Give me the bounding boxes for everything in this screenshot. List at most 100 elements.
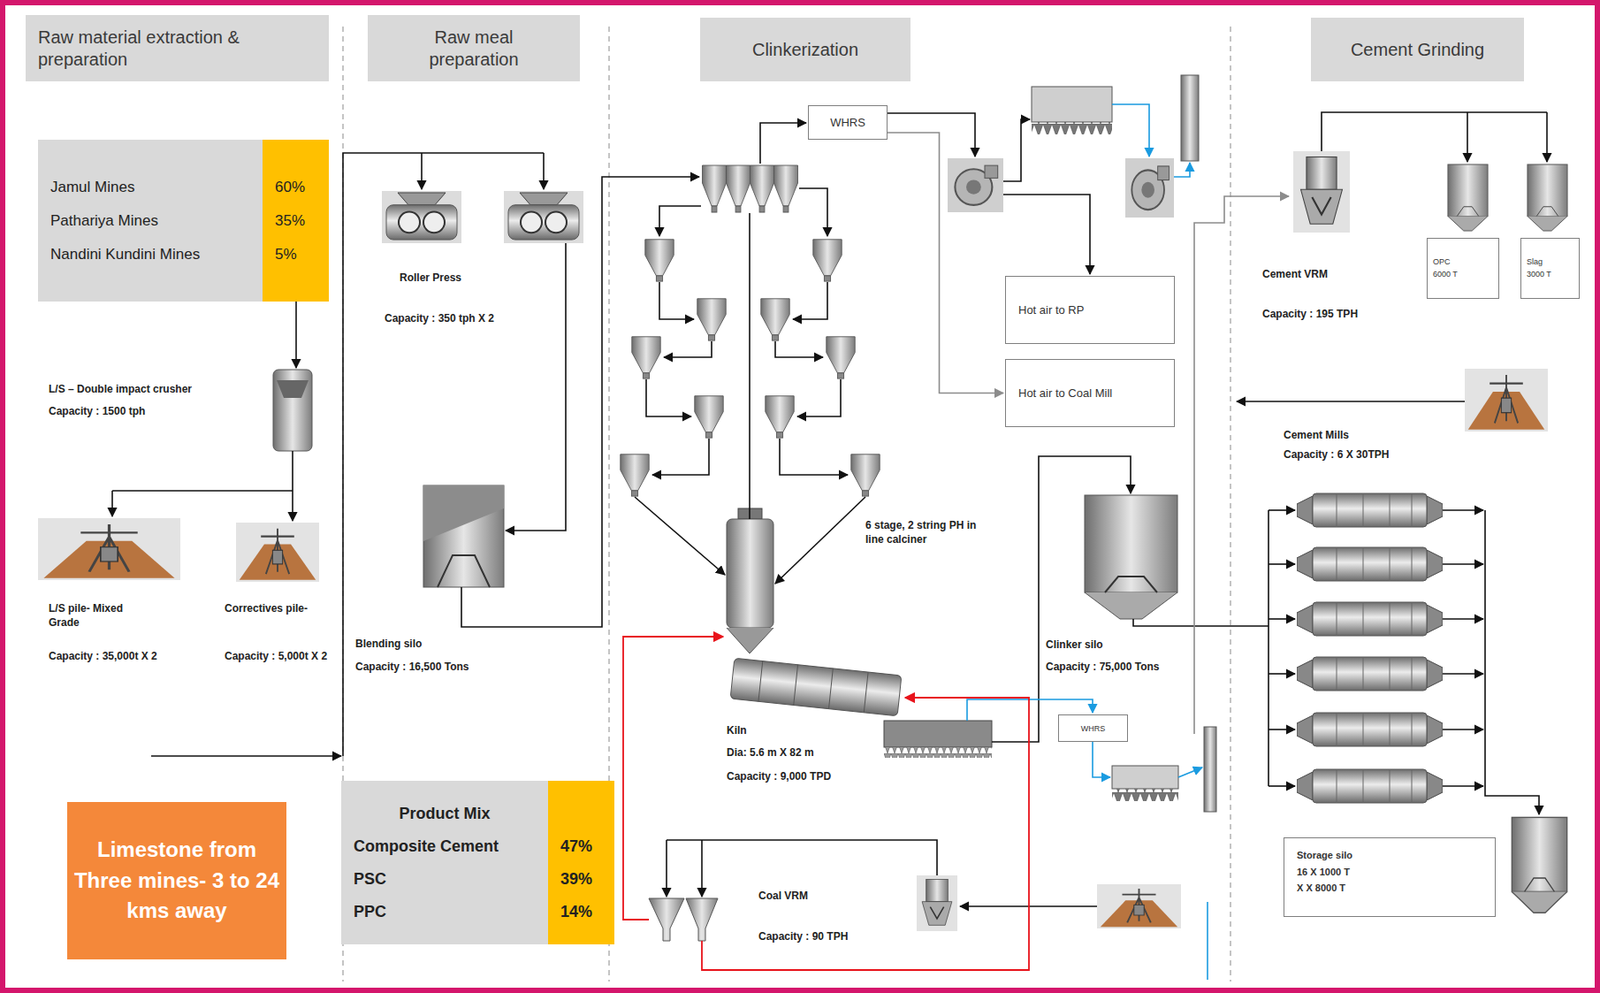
illustration-part (1206, 901, 1209, 980)
illustration-part (1296, 493, 1443, 527)
illustration-part (1447, 164, 1488, 231)
node-text: 60% (262, 178, 329, 197)
equipment-label: Capacity : 5,000t X 2 (224, 648, 328, 663)
illustration-part (1268, 617, 1296, 620)
equipment-label: Capacity : 6 X 30TPH (1283, 447, 1389, 462)
illustration-part (947, 158, 1004, 213)
illustration-part (701, 697, 1029, 970)
illustration-part (1268, 563, 1296, 565)
illustration-part (1442, 563, 1484, 565)
whrs-box: WHRS (807, 105, 888, 140)
node-text: WHRS (1081, 723, 1106, 733)
node-text: PPC (341, 902, 549, 922)
node-text: WHRS (830, 115, 866, 130)
illustration-part (883, 746, 992, 758)
illustration-part (381, 190, 462, 244)
equipment-label: L/S – Double impact crusher (48, 381, 192, 397)
node-text: 3000 T (1526, 268, 1574, 282)
illustration-part (1084, 495, 1178, 593)
illustration-part (646, 379, 692, 417)
illustration-part (437, 555, 490, 587)
illustration-part (461, 176, 700, 627)
illustration-part (632, 336, 661, 379)
storage-box: Storage silo16 X 1000 TX X 8000 T (1283, 837, 1496, 917)
illustration-part (799, 188, 828, 237)
equipment-label: Kiln (726, 723, 747, 738)
node-text: 14% (548, 902, 615, 922)
illustration-part (726, 627, 774, 654)
node-text: Jamul Mines (38, 178, 263, 197)
illustration-part (750, 165, 775, 213)
illustration-part (1442, 617, 1484, 620)
illustration-part (730, 657, 902, 717)
equipment-label: Capacity : 16,500 Tons (355, 659, 470, 674)
section-header: Clinkerization (700, 17, 911, 82)
illustration-part (1268, 509, 1296, 511)
illustration-part (700, 839, 703, 897)
node-text: 39% (548, 869, 615, 889)
illustration-part (1442, 672, 1484, 675)
illustration-part (1180, 75, 1199, 161)
illustration-part (1133, 510, 1269, 786)
illustration-part (1112, 765, 1179, 789)
illustration-part (38, 518, 181, 580)
section-header: Raw meal preparation (367, 15, 580, 82)
illustration-part (1296, 547, 1443, 581)
illustration-part (273, 369, 313, 451)
illustration-part (775, 341, 823, 358)
illustration-part (659, 281, 694, 320)
illustration-part (1527, 164, 1568, 231)
callout-box: Limestone from Three mines- 3 to 24 kms … (67, 801, 287, 960)
illustration-part (665, 839, 668, 897)
node-text: Hot air to Coal Mill (1018, 386, 1162, 400)
silo-label-box: Slag3000 T (1520, 237, 1580, 299)
red-fuel-lines (623, 636, 1029, 970)
illustration-part (1236, 400, 1465, 403)
illustration-part (1084, 592, 1178, 619)
illustration-part (505, 243, 566, 531)
illustration-part (1296, 601, 1443, 636)
illustration-part (887, 113, 976, 157)
illustration-part (295, 301, 298, 368)
node-text: PSC (341, 869, 549, 889)
illustration-part (1178, 767, 1203, 778)
illustration-part (1173, 162, 1190, 177)
illustration-part (916, 875, 958, 931)
illustration-part (151, 754, 342, 757)
equipment-label: Capacity : 35,000t X 2 (48, 648, 158, 663)
equipment-label: Roller Press (399, 270, 462, 285)
node-text: Composite Cement (341, 837, 549, 856)
illustration-part (1511, 816, 1567, 913)
illustration-part (1003, 194, 1090, 275)
equipment-label: Capacity : 195 TPH (1262, 306, 1358, 321)
illustration-part (648, 898, 685, 941)
illustration-part (342, 152, 544, 756)
illustration-part (1464, 368, 1548, 432)
illustration-part (851, 454, 880, 496)
illustration-part (697, 298, 726, 341)
illustration-part (826, 336, 855, 379)
illustration-part (503, 190, 584, 244)
illustration-part (730, 657, 902, 717)
node-text: 16 X 1000 T (1296, 863, 1483, 881)
equipment-label: Clinker silo (1045, 637, 1104, 652)
node-text: Product Mix (341, 804, 549, 823)
equipment-label: Capacity : 75,000 Tons (1045, 659, 1160, 674)
node-text: Limestone from Three mines- 3 to 24 kms … (72, 834, 282, 927)
node-text: Hot air to RP (1018, 303, 1162, 317)
equipment-label: L/S pile- Mixed Grade (48, 601, 146, 630)
illustration-part (797, 379, 841, 417)
illustration-part (702, 165, 727, 213)
illustration-part (1031, 121, 1113, 135)
illustration-part (883, 720, 992, 747)
illustration-part (758, 661, 869, 713)
illustration-part (726, 165, 751, 213)
illustration-part (685, 898, 718, 941)
illustration-part (748, 213, 751, 519)
node-text: Cement Grinding (1333, 38, 1501, 61)
node-text: OPC (1432, 256, 1494, 269)
equipment-label: Dia: 5.6 m X 82 m (726, 745, 815, 760)
